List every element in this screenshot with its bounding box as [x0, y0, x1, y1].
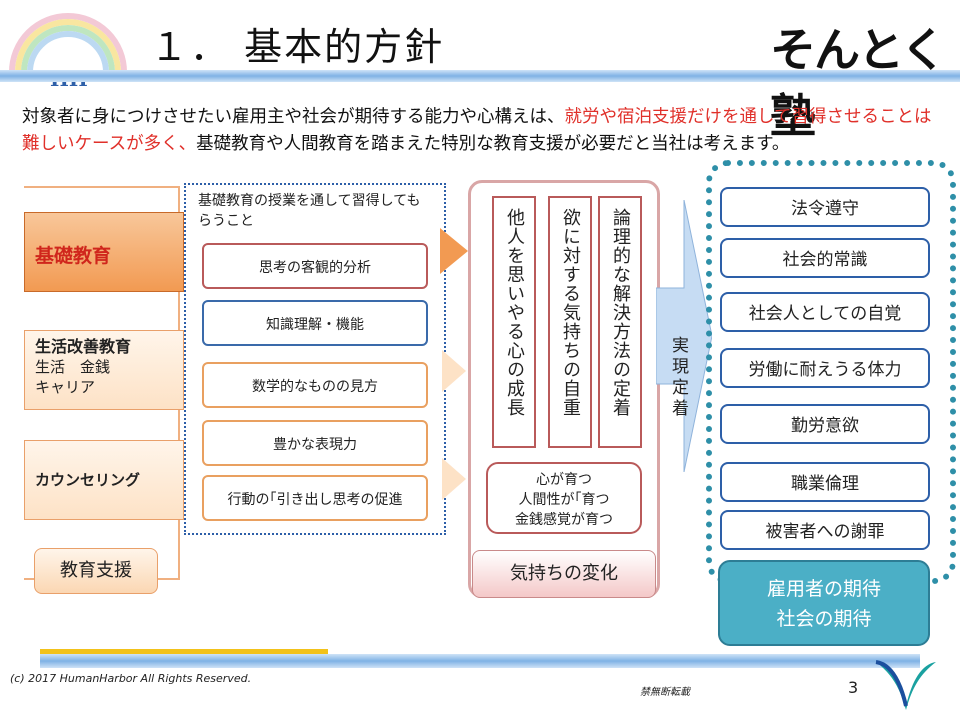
expectation-item: 労働に耐えうる体力	[720, 348, 930, 388]
mind-item-text: 欲に対する気持ちの自重	[560, 208, 581, 417]
growth-line: 心が育つ	[536, 472, 592, 488]
intro-text-a: 対象者に身につけさせたい雇用主や社会が期待する能力や心構えは、	[22, 107, 565, 127]
mind-item-text: 論理的な解決方法の定着	[610, 208, 631, 417]
growth-line: 人間性が｢育つ	[518, 492, 610, 508]
expectation-item: 法令遵守	[720, 187, 930, 227]
expect-line: 雇用者の期待	[766, 578, 881, 600]
header-divider	[0, 70, 960, 82]
growth-line: 金銭感覚が育つ	[515, 512, 613, 528]
skill-item: 思考の客観的分析	[202, 243, 428, 289]
intro-paragraph: 対象者に身につけさせたい雇用主や社会が期待する能力や心構えは、就労や宿泊支援だけ…	[22, 104, 942, 158]
expectation-item: 被害者への謝罪	[720, 510, 930, 550]
expectation-item: 勤労意欲	[720, 404, 930, 444]
education-support-label: 教育支援	[34, 548, 158, 594]
page-number: 3	[848, 678, 859, 697]
expectation-item: 職業倫理	[720, 462, 930, 502]
tab1-label: 基礎教育	[35, 245, 112, 267]
skill-item: 行動の｢引き出し思考の促進	[202, 475, 428, 521]
mind-item-text: 他人を思いやる心の成長	[504, 208, 525, 417]
realize-label: 実現定着	[668, 336, 688, 420]
intro-text-b: 基礎教育や人間教育を踏まえた特別な教育支援が必要だと当社は考えます。	[196, 134, 790, 154]
expect-line: 社会の期待	[776, 608, 872, 630]
group-caption: 基礎教育の授業を通して習得してもらうこと	[198, 193, 421, 229]
arrow-right-icon	[442, 350, 466, 392]
mind-item: 他人を思いやる心の成長	[492, 196, 536, 448]
page-title: １． 基本的方針	[150, 25, 445, 69]
skill-item: 数学的なものの見方	[202, 362, 428, 408]
mind-item: 論理的な解決方法の定着	[598, 196, 642, 448]
tab2-line2: 生活 金銭	[35, 358, 111, 376]
company-logo-icon	[875, 660, 936, 710]
basic-education-group: 基礎教育の授業を通して習得してもらうこと	[184, 183, 446, 535]
tab2-line3: キャリア	[35, 378, 96, 396]
skill-item: 豊かな表現力	[202, 420, 428, 466]
footer-divider	[40, 654, 920, 668]
expectation-item: 社会人としての自覚	[720, 292, 930, 332]
arrow-right-icon	[442, 458, 466, 500]
no-reprint-notice: 禁無断転載	[640, 687, 690, 698]
tab2-title: 生活改善教育	[35, 337, 132, 356]
brand-logo: そんとく塾	[770, 23, 947, 143]
mind-change-label: 気持ちの変化	[472, 550, 656, 598]
skill-item: 知識理解・機能	[202, 300, 428, 346]
intro-text-red: 就労や宿泊支援だけを通して習得させることは難しいケースが多く、	[22, 107, 932, 154]
copyright: (c) 2017 HumanHarbor All Rights Reserved…	[10, 672, 252, 685]
realize-arrow: 実現定着	[655, 199, 713, 473]
tab-basic-education[interactable]: 基礎教育	[24, 212, 184, 292]
growth-box: 心が育つ 人間性が｢育つ 金銭感覚が育つ	[486, 462, 642, 534]
expectation-item: 社会的常識	[720, 238, 930, 278]
tab-counseling[interactable]: カウンセリング	[24, 440, 184, 520]
mind-item: 欲に対する気持ちの自重	[548, 196, 592, 448]
tab-life-improvement[interactable]: 生活改善教育 生活 金銭 キャリア	[24, 330, 184, 410]
arrow-right-icon	[440, 228, 468, 274]
employer-society-expectation: 雇用者の期待 社会の期待	[718, 560, 930, 646]
tab3-label: カウンセリング	[35, 471, 141, 489]
footer-accent	[40, 649, 328, 654]
